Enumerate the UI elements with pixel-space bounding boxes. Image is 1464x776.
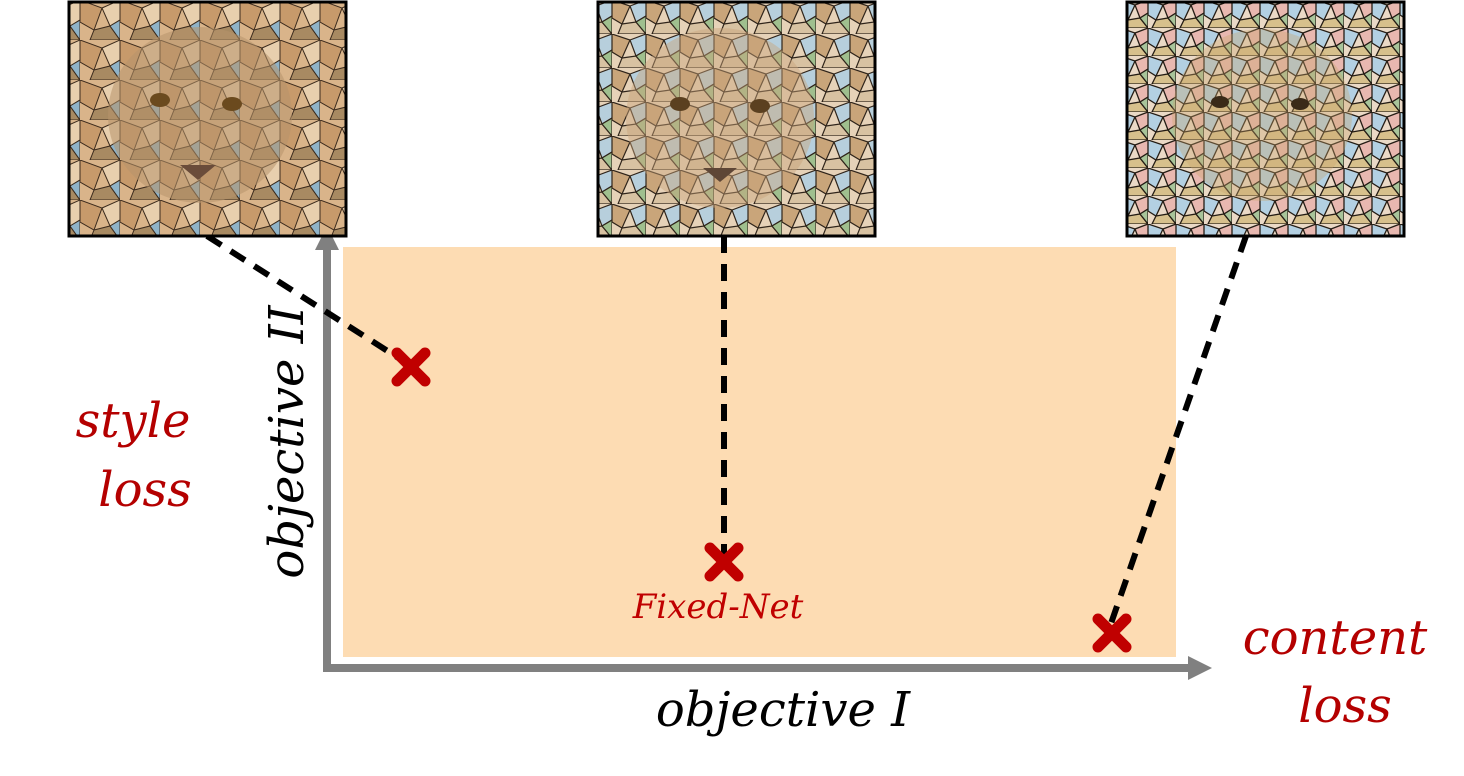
point-fixed-net [704,542,744,582]
puma-image [1125,0,1406,238]
content-loss-line2: loss [1298,678,1392,734]
style-loss-line1: style [76,393,191,449]
objective-region [343,247,1176,657]
markers [391,347,1132,653]
point-content-heavy [1092,613,1132,653]
content-loss-line1: content [1243,610,1428,666]
puma-image [67,0,348,238]
y-axis-arrowhead [315,226,339,250]
y-axis-label: objective II [259,304,315,578]
connectors [205,233,1249,633]
style-loss-line2: loss [98,462,192,518]
puma-image [596,0,877,238]
point-style-heavy [391,347,431,387]
connector-content-heavy [1105,235,1249,633]
connector-style-heavy [205,233,410,367]
fixed-net-label: Fixed-Net [632,587,804,627]
x-axis-arrowhead [1188,656,1212,680]
x-axis-label: objective I [656,682,911,738]
